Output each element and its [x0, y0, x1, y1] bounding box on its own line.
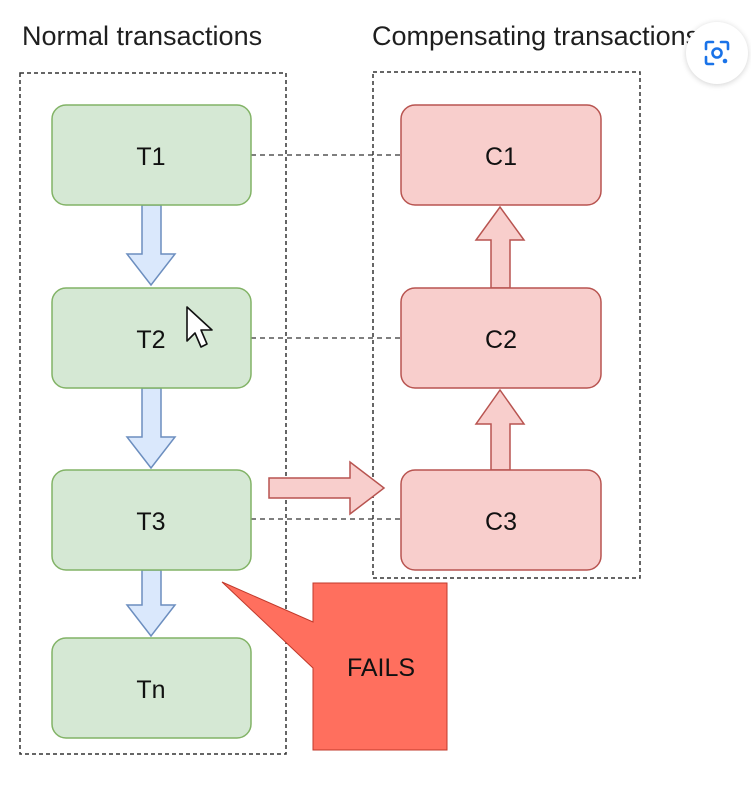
fails-callout-label: FAILS [347, 654, 415, 682]
node-c1: C1 [400, 104, 602, 206]
node-t3-label: T3 [136, 508, 165, 536]
compensating-transactions-title: Compensating transactions [372, 21, 699, 51]
flow-arrow-t2-t3 [125, 387, 177, 470]
node-t2-label: T2 [136, 326, 165, 354]
visual-search-button[interactable] [686, 22, 748, 84]
comp-arrow-c3-c2 [474, 388, 526, 471]
flow-arrow-t1-t2 [125, 204, 177, 287]
normal-transactions-title: Normal transactions [22, 21, 262, 51]
node-t1-label: T1 [136, 143, 165, 171]
visual-search-icon [704, 40, 730, 66]
compensating-transactions-group [372, 71, 641, 579]
node-t1: T1 [51, 104, 252, 206]
node-tn: Tn [51, 637, 252, 739]
flow-arrow-t3-tn [125, 569, 177, 638]
fails-callout: FAILS [221, 581, 448, 751]
node-c1-label: C1 [485, 143, 517, 171]
mouse-pointer-icon [186, 306, 213, 348]
failure-arrow-t3-c3 [268, 460, 386, 516]
normal-transactions-group [19, 72, 287, 755]
node-c3: C3 [400, 469, 602, 571]
node-tn-label: Tn [136, 676, 165, 704]
node-t3: T3 [51, 469, 252, 571]
node-c2-label: C2 [485, 326, 517, 354]
node-c2: C2 [400, 287, 602, 389]
comp-arrow-c2-c1 [474, 205, 526, 289]
node-c3-label: C3 [485, 508, 517, 536]
node-t2: T2 [51, 287, 252, 389]
